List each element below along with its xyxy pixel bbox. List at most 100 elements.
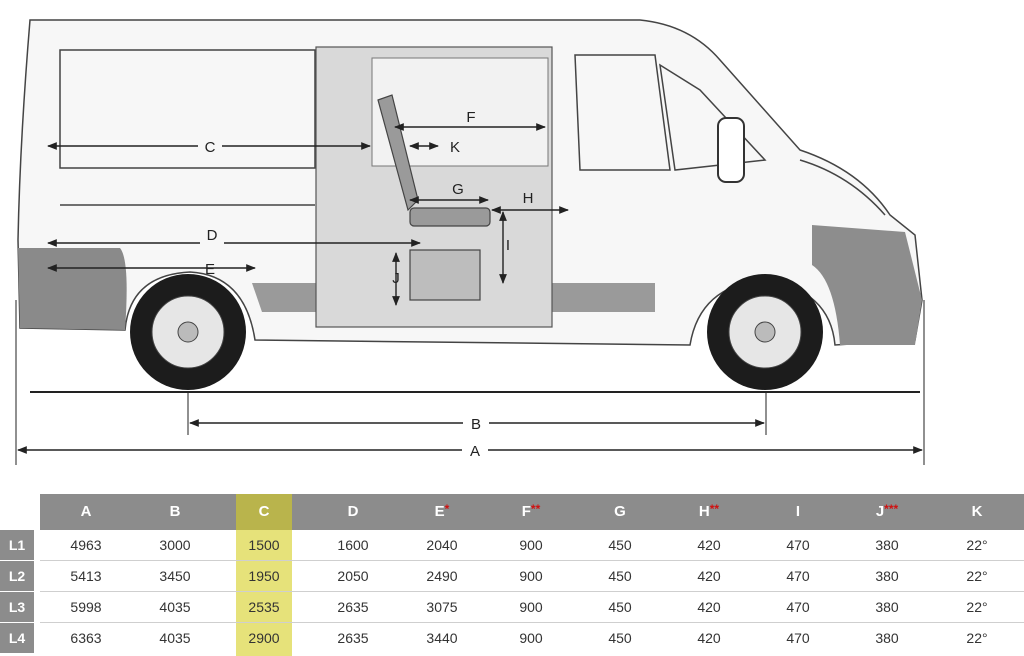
table-cell: 420 — [697, 630, 721, 646]
table-header-g: G — [580, 494, 660, 530]
dim-label-e: E — [205, 261, 215, 278]
footnote-mark: * — [444, 502, 450, 516]
table-cell: 3075 — [426, 599, 458, 615]
table-cell: 3440 — [426, 630, 458, 646]
table-cell: 450 — [608, 537, 632, 553]
table-header-row — [40, 494, 1024, 530]
table-cell: 1500 — [248, 537, 280, 553]
row-label: L1 — [0, 530, 34, 560]
table-header-label: I — [795, 503, 801, 520]
table-cell: 22° — [966, 599, 988, 615]
table-cell: 380 — [875, 568, 899, 584]
table-cell: 2900 — [248, 630, 280, 646]
table-header-j: J*** — [847, 494, 927, 530]
table-cell: 22° — [966, 630, 988, 646]
table-cell: 2050 — [337, 568, 369, 584]
front-wheel — [707, 274, 823, 390]
dim-label-b: B — [471, 416, 481, 433]
table-cell: 470 — [786, 537, 810, 553]
front-bumper — [812, 225, 922, 345]
dim-label-a: A — [470, 443, 480, 460]
table-cell: 470 — [786, 568, 810, 584]
table-cell: 5998 — [70, 599, 102, 615]
table-header-label: F — [521, 503, 531, 520]
table-cell: 2635 — [337, 599, 369, 615]
table-cell: 2040 — [426, 537, 458, 553]
table-cell: 380 — [875, 537, 899, 553]
table-cell: 6363 — [70, 630, 102, 646]
table-cell: 1950 — [248, 568, 280, 584]
table-cell: 1600 — [337, 537, 369, 553]
table-cell: 450 — [608, 630, 632, 646]
dim-label-k: K — [450, 139, 460, 156]
row-divider — [40, 591, 1024, 592]
table-cell: 380 — [875, 630, 899, 646]
table-cell: 450 — [608, 599, 632, 615]
table-row: L2 5413 3450 1950 2050 2490 900 450 420 470 380 22° — [0, 561, 1024, 592]
footnote-mark: *** — [884, 502, 899, 516]
table-header-i: I — [758, 494, 838, 530]
table-cell: 22° — [966, 537, 988, 553]
table-header-k: K — [937, 494, 1017, 530]
table-cell: 470 — [786, 599, 810, 615]
dim-label-d: D — [207, 227, 218, 244]
table-cell: 470 — [786, 630, 810, 646]
table-header-label: A — [80, 503, 92, 520]
table-cell: 380 — [875, 599, 899, 615]
table-row: L1 4963 3000 1500 1600 2040 900 450 420 470 380 22° — [0, 530, 1024, 561]
table-cell: 3000 — [159, 537, 191, 553]
row-divider — [40, 622, 1024, 623]
dim-label-i: I — [506, 237, 510, 254]
table-cell: 900 — [519, 599, 543, 615]
row-label: L2 — [0, 561, 34, 591]
highlight-header-c — [236, 494, 292, 530]
row-label: L3 — [0, 592, 34, 622]
table-cell: 900 — [519, 537, 543, 553]
van-side-diagram: A B C D E F G H I J K — [15, 19, 925, 465]
table-header-label: D — [347, 503, 359, 520]
seat — [377, 94, 491, 301]
dim-label-f: F — [466, 109, 475, 126]
table-header-d: D — [313, 494, 393, 530]
table-cell: 420 — [697, 599, 721, 615]
table-cell: 5413 — [70, 568, 102, 584]
table-header-label: E — [434, 503, 445, 520]
rear-bumper — [18, 248, 127, 330]
row-divider — [40, 560, 1024, 561]
table-cell: 2535 — [248, 599, 280, 615]
table-header-label: C — [258, 503, 270, 520]
table-header-a: A — [46, 494, 126, 530]
table-header-label: G — [614, 503, 626, 520]
table-header-label: J — [875, 503, 885, 520]
table-header-f: F** — [491, 494, 571, 530]
table-header-b: B — [135, 494, 215, 530]
table-cell: 4035 — [159, 630, 191, 646]
table-header-h: H** — [669, 494, 749, 530]
dim-label-g: G — [452, 181, 464, 198]
table-cell: 420 — [697, 537, 721, 553]
footnote-mark: ** — [530, 502, 541, 516]
table-header-label: K — [971, 503, 983, 520]
dim-label-h: H — [523, 190, 534, 207]
table-header-e: E* — [402, 494, 482, 530]
row-label: L4 — [0, 623, 34, 653]
dim-label-c: C — [205, 139, 216, 156]
table-header-label: B — [169, 503, 181, 520]
table-cell: 420 — [697, 568, 721, 584]
table-header-label: H — [698, 503, 710, 520]
table-cell: 22° — [966, 568, 988, 584]
rear-wheel — [130, 274, 246, 390]
table-cell: 2490 — [426, 568, 458, 584]
table-cell: 450 — [608, 568, 632, 584]
table-cell: 4035 — [159, 599, 191, 615]
footnote-mark: ** — [709, 502, 720, 516]
table-cell: 900 — [519, 630, 543, 646]
table-cell: 4963 — [70, 537, 102, 553]
side-mirror — [717, 117, 745, 183]
dim-label-j: J — [392, 270, 400, 287]
table-cell: 900 — [519, 568, 543, 584]
table-header-c: C — [224, 494, 304, 530]
table-cell: 3450 — [159, 568, 191, 584]
